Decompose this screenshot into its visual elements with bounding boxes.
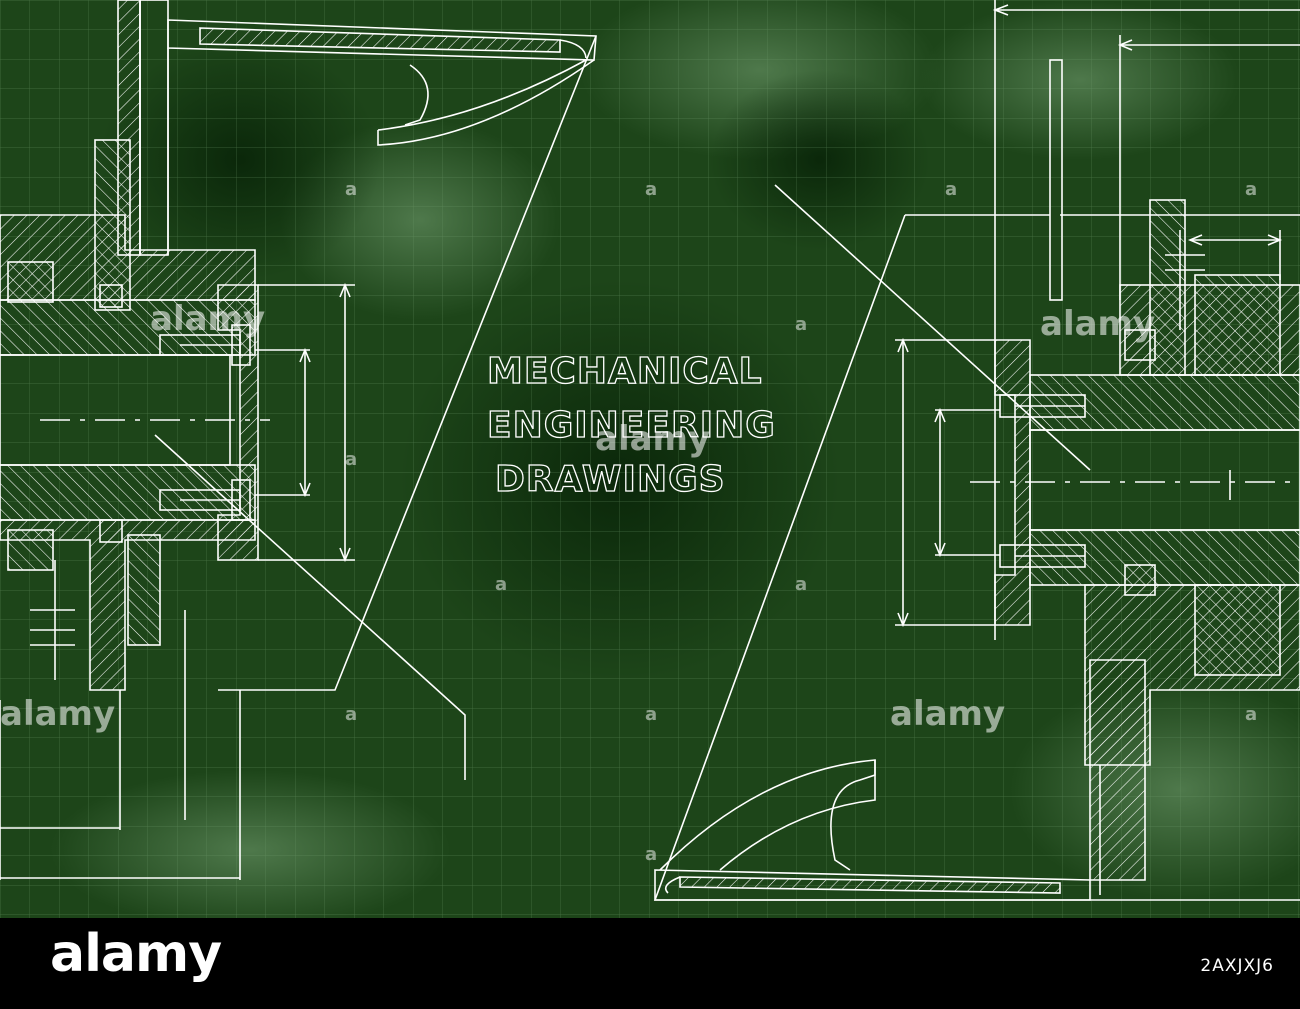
footer-brand-logo: alamy [50, 924, 222, 984]
title-line-1: MECHANICAL [487, 351, 763, 392]
watermark-mark: a [345, 179, 357, 200]
watermark-mark: a [1245, 179, 1257, 200]
stock-footer-bar: alamy 2AXJXJ6 [0, 918, 1300, 1009]
title-block: MECHANICAL ENGINEERING DRAWINGS [486, 350, 776, 500]
title-line-3: DRAWINGS [495, 459, 726, 500]
watermark-mark: a [495, 574, 507, 595]
title-line-2: ENGINEERING [487, 405, 776, 446]
watermark-mark: a [645, 844, 657, 865]
watermark-text: alamy [890, 694, 1005, 734]
watermark-mark: a [345, 449, 357, 470]
left-assembly-drawing [0, 0, 597, 880]
watermark-layer: alamy alamy alamy alamy alamy a a a a a … [0, 179, 1257, 865]
watermark-mark: a [795, 574, 807, 595]
watermark-mark: a [645, 179, 657, 200]
watermark-mark: a [1245, 704, 1257, 725]
watermark-text: alamy [0, 694, 115, 734]
watermark-text: alamy [595, 419, 710, 459]
right-assembly-drawing [653, 0, 1300, 901]
watermark-text: alamy [1040, 304, 1155, 344]
watermark-mark: a [345, 704, 357, 725]
footer-image-id: 2AXJXJ6 [1200, 956, 1274, 976]
watermark-text: alamy [150, 299, 265, 339]
watermark-mark: a [795, 314, 807, 335]
watermark-mark: a [945, 179, 957, 200]
grid-overlay [0, 0, 1300, 918]
blueprint-canvas: alamy alamy alamy alamy alamy a a a a a … [0, 0, 1300, 918]
watermark-mark: a [645, 704, 657, 725]
